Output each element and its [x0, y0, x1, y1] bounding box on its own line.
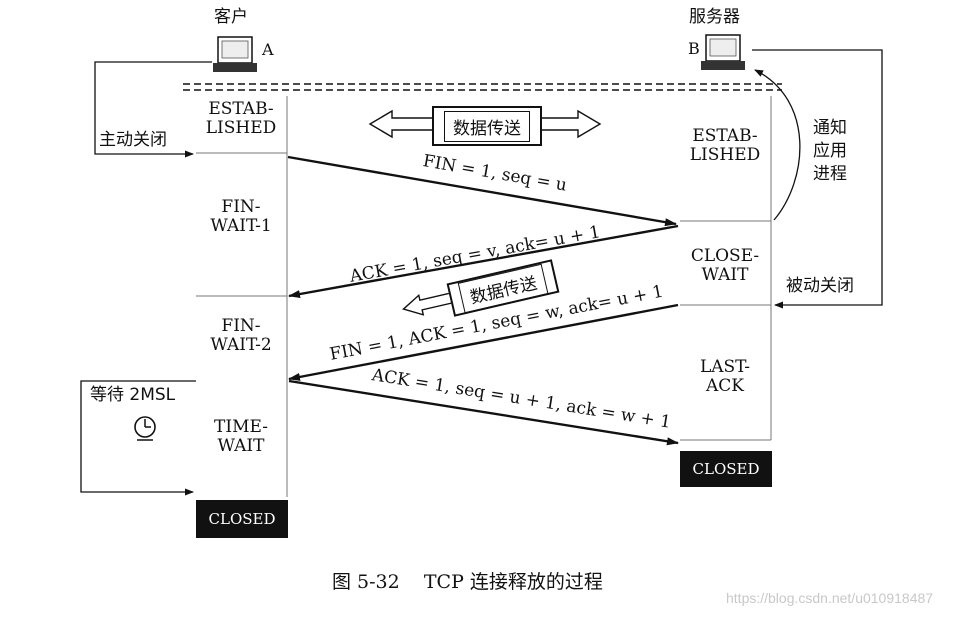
- client-state-established: ESTAB-LISHED: [205, 99, 277, 138]
- client-title: 客户: [214, 7, 248, 27]
- wait-2msl-label: 等待 2MSL: [90, 385, 176, 405]
- client-state-closed: CLOSED: [196, 500, 288, 538]
- server-computer-icon: [701, 34, 745, 70]
- arrow-ack2: [288, 379, 679, 446]
- server-id-label: B: [688, 39, 700, 58]
- passive-close-loop: [752, 49, 883, 309]
- active-close-loop: [94, 61, 212, 158]
- clock-icon: [134, 416, 156, 441]
- notify-app-curve: [754, 69, 801, 221]
- data-transfer-box-top: 数据传送: [432, 106, 542, 146]
- server-state-closed: CLOSED: [680, 451, 772, 487]
- arrow-fin2: [288, 303, 679, 381]
- active-close-label: 主动关闭: [99, 130, 167, 150]
- arrow-fin1: [287, 155, 677, 227]
- notify-app-label: 通知应用进程: [813, 118, 847, 184]
- watermark-text: https://blog.csdn.net/u010918487: [726, 590, 934, 606]
- wait-2msl-loop: [80, 380, 196, 496]
- server-state-close-wait: CLOSE-WAIT: [690, 246, 760, 285]
- client-state-fin-wait-2: FIN-WAIT-2: [210, 316, 272, 355]
- client-state-time-wait: TIME-WAIT: [214, 417, 268, 456]
- client-id-label: A: [262, 40, 274, 59]
- server-state-last-ack: LAST-ACK: [699, 357, 751, 396]
- client-state-fin-wait-1: FIN-WAIT-1: [210, 197, 272, 236]
- server-title: 服务器: [689, 7, 740, 27]
- client-computer-icon: [213, 36, 257, 72]
- arrow-ack1: [288, 224, 679, 298]
- passive-close-label: 被动关闭: [786, 276, 854, 296]
- server-state-established: ESTAB-LISHED: [689, 126, 761, 165]
- figure-caption: 图 5-32 TCP 连接释放的过程: [332, 571, 603, 593]
